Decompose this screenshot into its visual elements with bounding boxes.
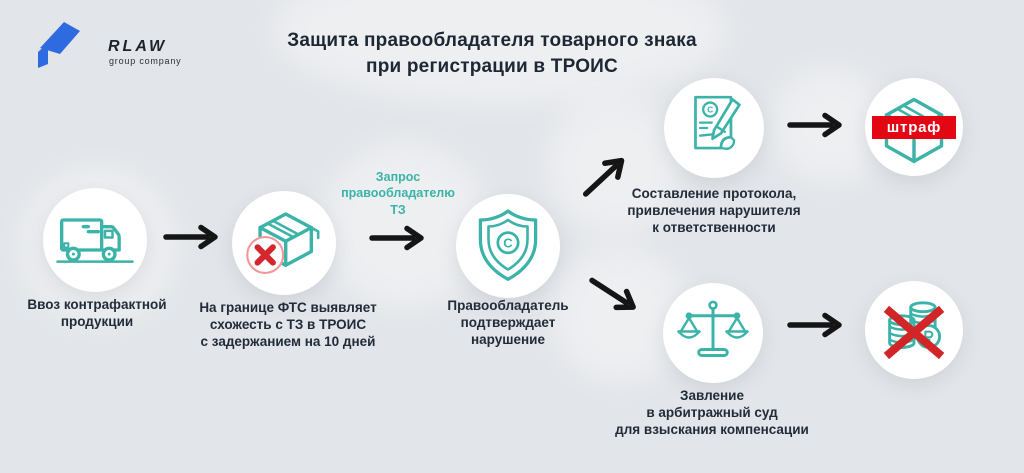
copyright-letter: C [503,236,513,251]
scales-icon [677,300,749,357]
step-arbitration-claim-circle [663,283,763,383]
step-customs-detection-circle [232,191,336,295]
truck-icon [56,218,134,263]
step-protocol-circle: C [664,78,764,178]
shield-copyright-icon: C [478,209,538,281]
arrow-right-icon [369,225,424,251]
fine-banner: штраф [872,116,956,139]
request-note: Запрос правообладателю ТЗ [341,170,455,217]
step-protocol-caption: Составление протокола, привлечения наруш… [627,186,801,235]
step-rightholder-confirmation-circle: C [456,194,560,298]
arrow-right-icon [787,312,842,338]
box-rejected-icon [246,212,320,274]
step-rightholder-confirmation-caption: Правообладатель подтверждает нарушение [447,298,569,347]
logo: RLAW group company [30,14,230,74]
arrow-right-icon [163,224,218,250]
coins-crossed-icon [883,301,945,360]
logo-tagline: group company [109,56,182,66]
logo-mark-icon [38,22,80,68]
protocol-document-icon: C [694,95,741,150]
logo-brand-text: RLAW [108,38,168,55]
step-arbitration-claim-caption: Завление в арбитражный суд для взыскания… [615,388,809,437]
arrow-up-right-icon [582,157,625,197]
step-counterfeit-import-circle [43,188,147,292]
arrow-down-right-icon [589,277,636,311]
page-title: Защита правообладателя товарного знака п… [287,30,697,78]
step-compensation-circle [865,281,963,379]
arrow-right-icon [787,112,842,138]
copyright-letter: C [707,105,713,115]
step-counterfeit-import-caption: Ввоз контрафактной продукции [27,297,167,329]
step-customs-detection-caption: На границе ФТС выявляет схожесть с ТЗ в … [199,300,377,349]
